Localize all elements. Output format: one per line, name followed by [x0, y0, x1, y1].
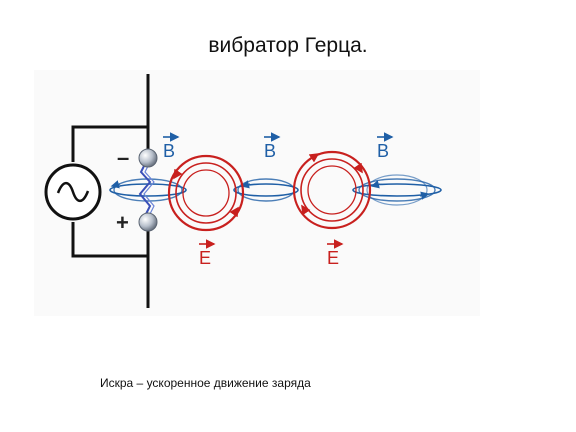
- spark-gap: [138, 161, 155, 219]
- magnetic-label: B: [163, 141, 175, 161]
- hertz-vibrator-diagram: [34, 70, 480, 316]
- electric-label: E: [327, 248, 339, 268]
- negative-charge-ball: [138, 148, 158, 168]
- electric-label: E: [199, 248, 211, 268]
- electric-field-loops: [167, 150, 372, 232]
- magnetic-field-lines: [109, 174, 442, 206]
- magnetic-label: B: [377, 141, 389, 161]
- circuit-wires: [71, 74, 150, 308]
- positive-sign: +: [116, 210, 129, 235]
- slide-caption: Искра – ускоренное движение заряда: [100, 376, 311, 390]
- slide-title: вибратор Герца.: [208, 34, 368, 57]
- positive-charge-ball: [138, 212, 158, 232]
- ac-source-icon: [44, 163, 102, 221]
- negative-sign: –: [117, 145, 129, 170]
- magnetic-label: B: [264, 141, 276, 161]
